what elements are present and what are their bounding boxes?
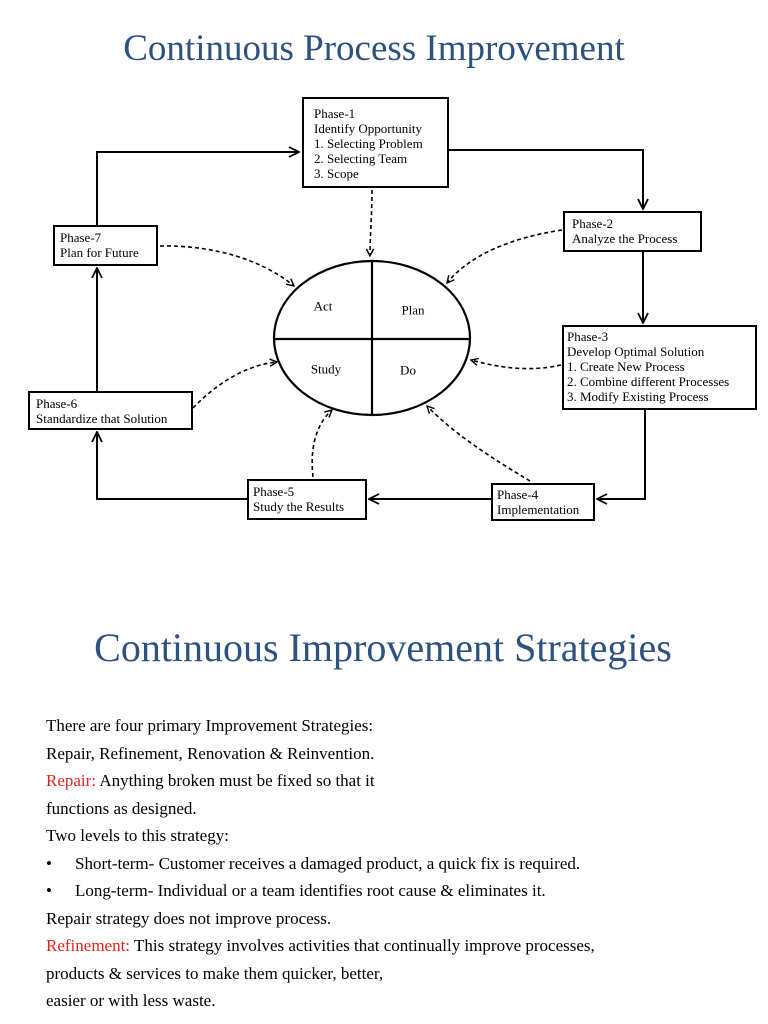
slide-title-process-improvement: Continuous Process Improvement: [123, 28, 625, 69]
bullet-text: Short-term- Customer receives a damaged …: [75, 853, 581, 873]
intro-line: There are four primary Improvement Strat…: [46, 716, 374, 735]
dashed-arrow-phase6-to-cycle: [192, 362, 277, 409]
phase-5-box: Phase-5 Study the Results: [247, 479, 367, 520]
phase-3-line: 2. Combine different Processes: [567, 374, 730, 389]
intro-line: Repair, Refinement, Renovation & Reinven…: [46, 743, 375, 763]
refinement-continuation: products & services to make them quicker…: [46, 963, 384, 983]
repair-note: Repair strategy does not improve process…: [46, 908, 332, 928]
phase-1-line: 3. Scope: [314, 166, 359, 181]
phase-1-heading: Phase-1: [314, 106, 356, 121]
cycle-label-act: Act: [313, 298, 333, 314]
repair-description: Anything broken must be fixed so that it: [96, 771, 375, 790]
flow-arrow-phase7-to-phase1: [96, 152, 299, 225]
dashed-arrow-phase1-to-cycle: [370, 189, 372, 256]
phase-1-line: 2. Selecting Team: [314, 151, 408, 166]
strategies-text: There are four primary Improvement Strat…: [46, 712, 761, 1015]
dashed-arrow-phase4-to-cycle: [427, 406, 531, 482]
refinement-continuation: easier or with less waste.: [46, 991, 216, 1010]
flow-arrow-phase1-to-phase2: [449, 149, 643, 209]
refinement-term: Refinement:: [46, 936, 131, 955]
phase-3-heading: Phase-3: [567, 329, 609, 344]
dashed-arrow-phase3-to-cycle: [471, 360, 562, 370]
phase-3-line: 3. Modify Existing Process: [567, 389, 709, 404]
flow-arrow-phase3-to-phase4: [597, 410, 646, 499]
phase-1-line: 1. Selecting Problem: [314, 136, 423, 151]
repair-continuation: functions as designed.: [46, 798, 197, 818]
repair-term: Repair:: [46, 771, 97, 790]
bullet-marker: •: [46, 881, 52, 900]
diagram-connectors: [0, 0, 768, 560]
dashed-arrow-phase5-to-cycle: [311, 410, 332, 478]
refinement-line: Refinement: This strategy involves activ…: [46, 932, 761, 960]
phase-1-box: Phase-1 Identify Opportunity 1. Selectin…: [302, 97, 449, 188]
phase-2-heading: Phase-2: [572, 216, 614, 231]
phase-7-box: Phase-7 Plan for Future: [53, 225, 158, 266]
phase-4-box: Phase-4 Implementation: [491, 483, 595, 521]
phase-4-heading: Phase-4: [497, 487, 539, 502]
flow-arrow-phase5-to-phase6: [97, 432, 247, 500]
phase-7-heading: Phase-7: [60, 230, 102, 245]
bullet-item-long-term: • Long-term- Individual or a team identif…: [46, 877, 761, 905]
phase-6-box: Phase-6 Standardize that Solution: [28, 391, 193, 430]
phase-4-line: Implementation: [497, 502, 580, 517]
phase-3-box: Phase-3 Develop Optimal Solution 1. Crea…: [562, 325, 757, 410]
refinement-description: This strategy involves activities that c…: [130, 936, 595, 955]
cycle-label-study: Study: [310, 361, 342, 377]
pdsa-cycle-diagram: Act Plan Study Do Phase-1 Identify Oppor…: [0, 0, 768, 560]
phase-5-heading: Phase-5: [253, 484, 295, 499]
slide-title-improvement-strategies: Continuous Improvement Strategies: [94, 625, 672, 670]
dashed-arrow-phase2-to-cycle: [447, 229, 563, 283]
phase-2-line: Analyze the Process: [572, 231, 678, 246]
bullet-item-short-term: • Short-term- Customer receives a damaged…: [46, 850, 761, 878]
bullet-marker: •: [46, 853, 52, 873]
phase-3-line: 1. Create New Process: [567, 359, 685, 374]
dashed-arrow-phase7-to-cycle: [159, 245, 294, 286]
phase-3-line: Develop Optimal Solution: [567, 344, 705, 359]
cycle-label-plan: Plan: [401, 302, 425, 318]
levels-intro: Two levels to this strategy:: [46, 826, 229, 845]
phase-2-box: Phase-2 Analyze the Process: [563, 211, 702, 252]
phase-1-line: Identify Opportunity: [314, 121, 422, 136]
phase-6-heading: Phase-6: [36, 396, 78, 411]
repair-line: Repair: Anything broken must be fixed so…: [46, 767, 761, 795]
phase-7-line: Plan for Future: [60, 245, 139, 260]
phase-6-line: Standardize that Solution: [36, 411, 168, 426]
phase-5-line: Study the Results: [253, 499, 345, 514]
cycle-label-do: Do: [400, 362, 416, 378]
bullet-text: Long-term- Individual or a team identifi…: [75, 881, 546, 900]
